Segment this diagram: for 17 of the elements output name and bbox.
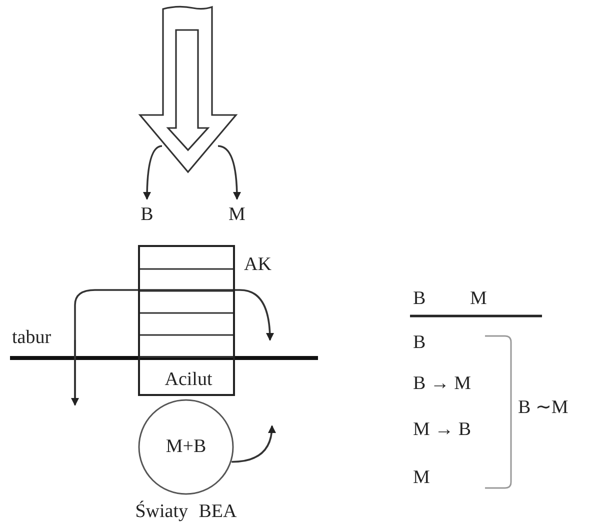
label: tabur bbox=[12, 328, 52, 347]
node-label: Światy BEA bbox=[134, 502, 238, 521]
node-label: B bbox=[140, 205, 154, 224]
table-entry: B → M bbox=[413, 374, 472, 393]
node-label: M+B bbox=[164, 437, 208, 456]
column-header: M bbox=[470, 289, 487, 308]
bracket-label: B ∼M bbox=[518, 398, 568, 417]
arrow bbox=[232, 425, 276, 463]
arrow bbox=[143, 145, 162, 200]
box-label: AK bbox=[244, 255, 272, 274]
table-entry: M bbox=[413, 468, 430, 487]
column-header: B bbox=[413, 289, 426, 308]
table-entry: B bbox=[413, 333, 426, 352]
arrow bbox=[218, 145, 241, 200]
box-label: Acilut bbox=[164, 370, 214, 389]
table-entry: M → B bbox=[413, 420, 472, 439]
node-label: M bbox=[228, 205, 246, 224]
